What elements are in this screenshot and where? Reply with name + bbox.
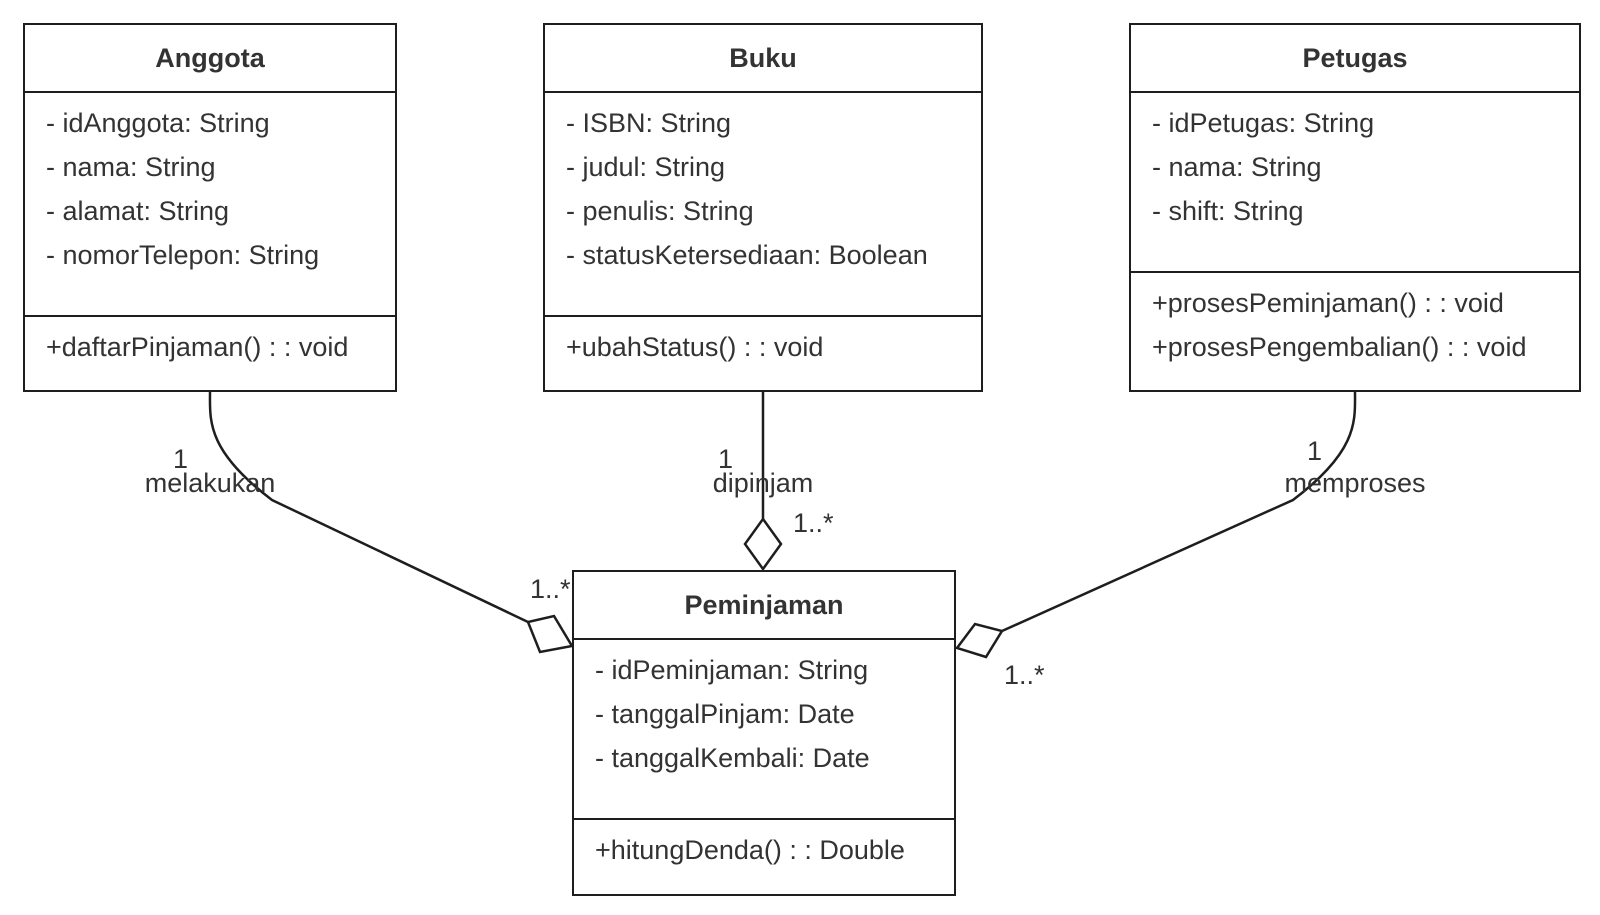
aggregation-diamond-anggota — [526, 614, 574, 654]
class-petugas-operations: +prosesPeminjaman() : : void +prosesPeng… — [1131, 273, 1579, 369]
class-peminjaman-attributes: - idPeminjaman: String - tanggalPinjam: … — [574, 640, 954, 820]
class-buku-attributes: - ISBN: String - judul: String - penulis… — [545, 93, 981, 317]
operation: +prosesPengembalian() : : void — [1152, 332, 1527, 362]
association-label-dipinjam: dipinjam — [712, 468, 814, 498]
attribute: - shift: String — [1152, 196, 1304, 226]
class-buku-name: Buku — [545, 25, 981, 93]
class-buku-operations: +ubahStatus() : : void — [545, 317, 981, 369]
class-peminjaman-operations: +hitungDenda() : : Double — [574, 820, 954, 872]
multiplicity-anggota-source: 1 — [173, 444, 189, 474]
edge-petugas-peminjaman — [1001, 391, 1357, 633]
operation: +hitungDenda() : : Double — [595, 835, 905, 865]
association-label-memproses: memproses — [1284, 468, 1426, 498]
class-anggota-operations: +daftarPinjaman() : : void — [25, 317, 395, 369]
aggregation-diamond-petugas — [954, 622, 1004, 659]
attribute: - judul: String — [566, 152, 726, 182]
multiplicity-buku-target: 1..* — [793, 508, 834, 538]
class-peminjaman-name: Peminjaman — [574, 572, 954, 640]
class-petugas-name: Petugas — [1131, 25, 1579, 93]
class-anggota[interactable]: Anggota - idAnggota: String - nama: Stri… — [23, 23, 397, 392]
aggregation-diamond-buku — [743, 516, 783, 572]
class-petugas[interactable]: Petugas - idPetugas: String - nama: Stri… — [1129, 23, 1581, 392]
attribute: - idAnggota: String — [46, 108, 270, 138]
attribute: - idPetugas: String — [1152, 108, 1375, 138]
attribute: - tanggalPinjam: Date — [595, 699, 855, 729]
attribute: - tanggalKembali: Date — [595, 743, 870, 773]
multiplicity-buku-source: 1 — [718, 444, 734, 474]
edge-anggota-peminjaman — [208, 391, 529, 624]
class-petugas-attributes: - idPetugas: String - nama: String - shi… — [1131, 93, 1579, 273]
attribute: - ISBN: String — [566, 108, 732, 138]
multiplicity-anggota-target: 1..* — [530, 574, 571, 604]
attribute: - statusKetersediaan: Boolean — [566, 240, 928, 270]
class-buku[interactable]: Buku - ISBN: String - judul: String - pe… — [543, 23, 983, 392]
class-peminjaman[interactable]: Peminjaman - idPeminjaman: String - tang… — [572, 570, 956, 896]
operation: +daftarPinjaman() : : void — [46, 332, 349, 362]
attribute: - idPeminjaman: String — [595, 655, 869, 685]
multiplicity-petugas-source: 1 — [1307, 436, 1323, 466]
class-anggota-name: Anggota — [25, 25, 395, 93]
attribute: - nama: String — [46, 152, 216, 182]
attribute: - penulis: String — [566, 196, 754, 226]
attribute: - alamat: String — [46, 196, 230, 226]
attribute: - nomorTelepon: String — [46, 240, 320, 270]
operation: +prosesPeminjaman() : : void — [1152, 288, 1504, 318]
class-anggota-attributes: - idAnggota: String - nama: String - ala… — [25, 93, 395, 317]
operation: +ubahStatus() : : void — [566, 332, 824, 362]
attribute: - nama: String — [1152, 152, 1322, 182]
multiplicity-petugas-target: 1..* — [1004, 660, 1045, 690]
association-label-melakukan: melakukan — [144, 468, 276, 498]
